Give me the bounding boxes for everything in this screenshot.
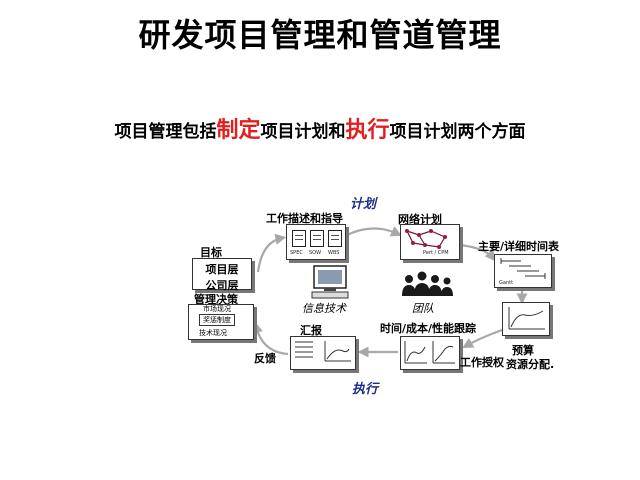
feedback-label: 反馈 [254, 352, 276, 365]
schedule-label: 主要/详细时间表 [478, 240, 560, 253]
plan-label: 计划 [350, 197, 377, 212]
execute-label: 执行 [352, 382, 379, 397]
subtitle-highlight-execute: 执行 [345, 118, 390, 143]
mgmt-item-market: 市场现况 [203, 305, 231, 313]
subtitle: 项目管理包括制定项目计划和执行项目计划两个方面 [0, 112, 640, 144]
mgmt-decision-node: 市场现况 奖惩制度 技术现况 [188, 304, 254, 340]
it-label: 信息技术 [302, 302, 346, 315]
subtitle-part2: 项目计划和 [260, 122, 346, 142]
work-desc-label: 工作描述和指导 [266, 212, 343, 225]
cost-curve-icon [508, 307, 545, 330]
schedule-inner-text: Gantt [499, 280, 514, 286]
budget-node [502, 302, 550, 336]
report-chart-icon [295, 341, 351, 362]
team-label: 团队 [412, 302, 434, 315]
arrow-network-to-schedule [459, 243, 496, 262]
network-graph-icon [405, 229, 447, 249]
document-icon [310, 230, 324, 247]
work-desc-node: SPEC SOW WBS [286, 224, 346, 260]
arrow-goal-to-work [256, 233, 287, 273]
doc-label-sow: SOW [309, 250, 322, 256]
network-plan-label: 网络计划 [398, 213, 442, 226]
tracking-label: 时间/成本/性能跟踪 [380, 322, 477, 335]
doc-label-spec: SPEC [290, 250, 303, 256]
doc-label-wbs: WBS [328, 250, 340, 256]
report-node [290, 336, 356, 370]
resource-allocation-label: 资源分配. [506, 358, 555, 371]
mgmt-decision-label: 管理决策 [194, 293, 238, 306]
schedule-node: Gantt [494, 254, 552, 288]
gantt-chart-icon [500, 258, 546, 279]
budget-label: 预算 [512, 344, 534, 357]
network-plan-node: Pert / CPM [400, 224, 460, 260]
goal-node: 项目层 公司层 [192, 258, 252, 292]
subtitle-part3: 项目计划两个方面 [389, 122, 526, 142]
network-inner-text: Pert / CPM [423, 250, 449, 256]
document-icon [292, 230, 306, 247]
arrow-work-to-network [344, 226, 402, 237]
tracking-node [400, 336, 460, 370]
page-title: 研发项目管理和管道管理 [138, 16, 502, 54]
work-authorization-label: 工作授权 [460, 356, 504, 369]
mgmt-item-incentive: 奖惩制度 [199, 314, 235, 326]
subtitle-part1: 项目管理包括 [114, 122, 217, 142]
report-label: 汇报 [300, 324, 322, 337]
performance-chart-icon [404, 341, 455, 364]
goal-project-level: 项目层 [205, 263, 239, 276]
arrow-budget-to-tracking [462, 328, 503, 349]
mgmt-item-technology: 技术现况 [199, 329, 227, 337]
subtitle-highlight-plan: 制定 [216, 118, 261, 143]
goal-company-level: 公司层 [205, 279, 239, 292]
goal-label: 目标 [200, 246, 222, 259]
document-icon [328, 230, 342, 247]
arrow-report-to-goal [252, 321, 289, 356]
